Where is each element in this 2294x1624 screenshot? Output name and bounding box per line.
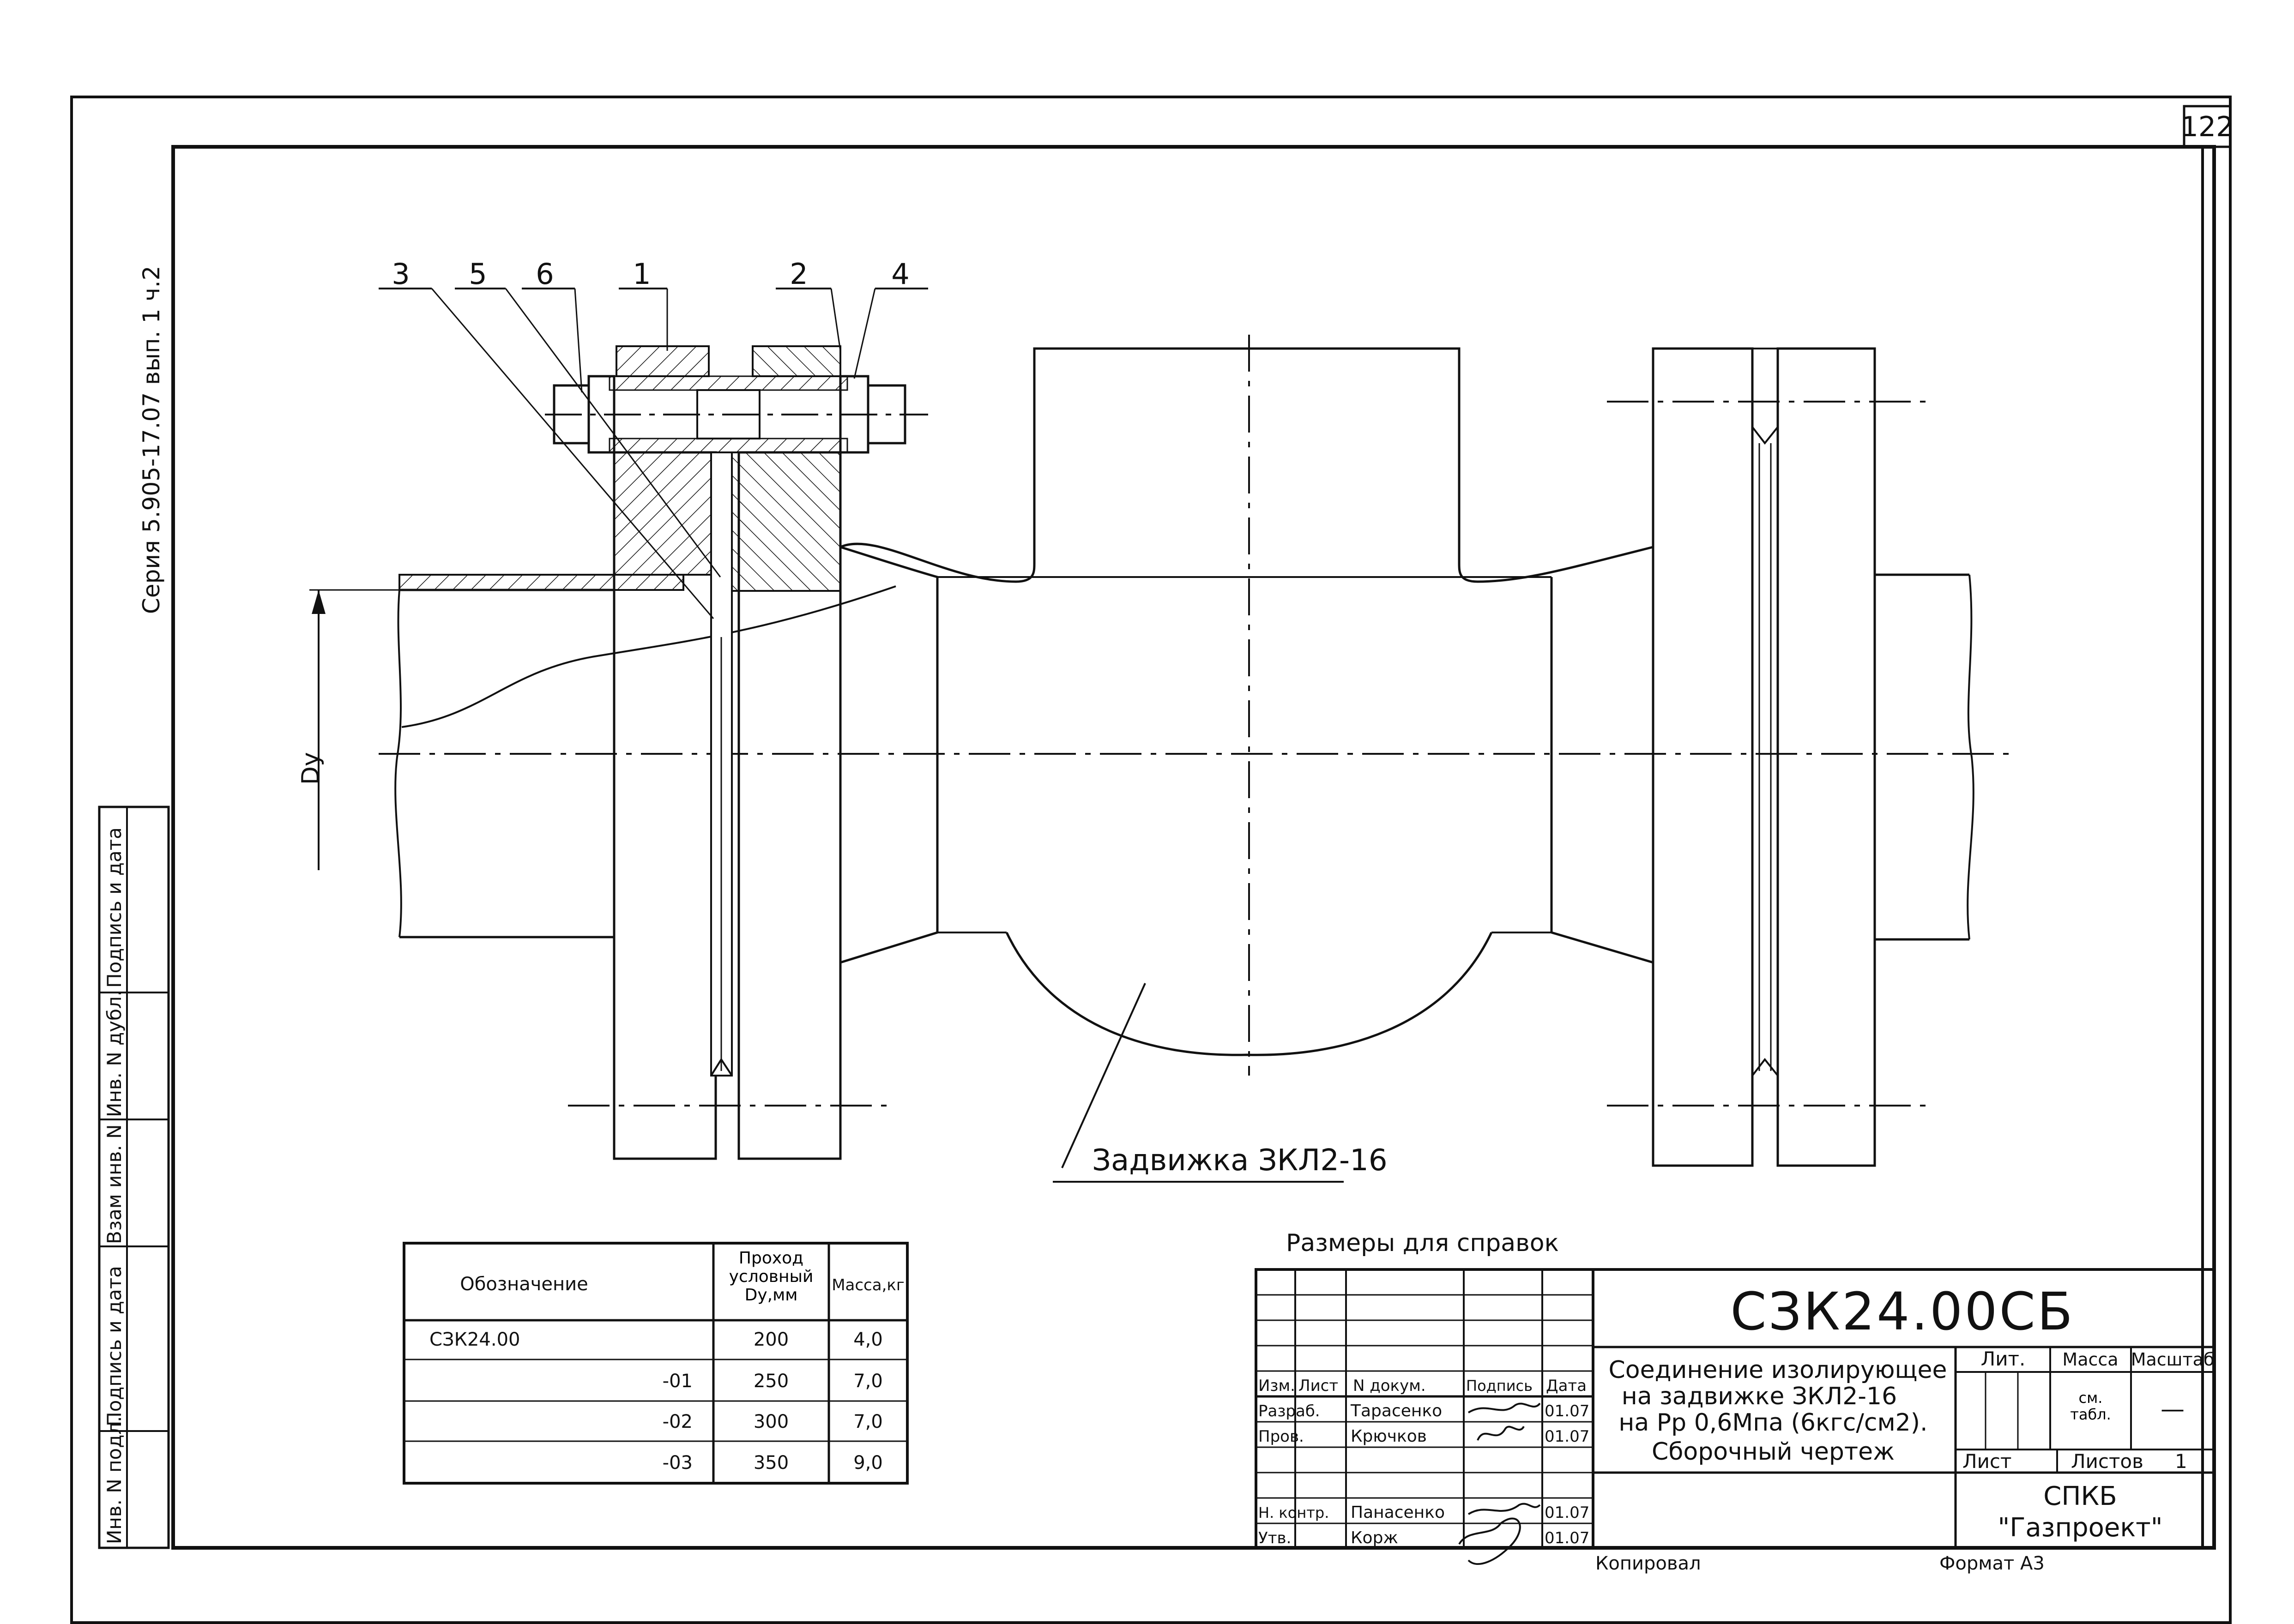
tb-title-line-3: на Рр 0,6Мпа (6кгс/см2). bbox=[1618, 1409, 1927, 1437]
spec-row-1-mass: 4,0 bbox=[853, 1329, 883, 1350]
tb-date-prov: 01.07 bbox=[1545, 1427, 1589, 1446]
stamp-inv-podl: Инв. N подл. bbox=[103, 1416, 126, 1545]
spec-row-3-designation: -02 bbox=[663, 1411, 693, 1432]
callout-6: 6 bbox=[536, 257, 554, 291]
bolt-assembly bbox=[545, 345, 928, 454]
tb-title-line-1: Соединение изолирующее bbox=[1609, 1356, 1947, 1384]
tb-role-prov: Пров. bbox=[1258, 1427, 1304, 1446]
page-number-box: 122 bbox=[2181, 105, 2234, 148]
tb-name-prov: Крючков bbox=[1351, 1427, 1427, 1446]
signatures bbox=[1458, 1402, 1541, 1565]
tb-col-izm: Изм. bbox=[1258, 1377, 1295, 1395]
tb-date-nkontr: 01.07 bbox=[1545, 1504, 1589, 1522]
tb-mass-label: Масса bbox=[2062, 1349, 2118, 1370]
callout-4: 4 bbox=[891, 257, 909, 291]
tb-name-razrab: Тарасенко bbox=[1350, 1401, 1442, 1420]
spec-header-designation: Обозначение bbox=[460, 1274, 588, 1295]
spec-row-4-mass: 9,0 bbox=[853, 1452, 883, 1474]
tb-col-data: Дата bbox=[1546, 1377, 1587, 1395]
tb-mass-value: см. табл. bbox=[2070, 1389, 2111, 1423]
tb-sheets-count: 1 bbox=[2175, 1450, 2187, 1473]
spec-row-2-dy: 250 bbox=[754, 1371, 789, 1392]
spec-header-mass: Масса,кг bbox=[832, 1276, 905, 1294]
tb-scale-label: Масштаб bbox=[2131, 1349, 2215, 1370]
assembly-drawing: Dy 3 5 6 1 2 4 Задвижка ЗКЛ2-16 bbox=[297, 257, 2018, 1183]
tb-role-utv: Утв. bbox=[1258, 1529, 1291, 1547]
spec-row-1-designation: СЗК24.00 bbox=[429, 1329, 520, 1350]
tb-lit-label: Лит. bbox=[1981, 1347, 2026, 1370]
tb-col-podpis: Подпись bbox=[1466, 1377, 1533, 1395]
tb-title-line-4: Сборочный чертеж bbox=[1652, 1438, 1895, 1466]
spec-header-dy: Проход условный Dy,мм bbox=[729, 1249, 814, 1305]
tb-sheets-label: Листов bbox=[2071, 1450, 2143, 1473]
spec-row-3-dy: 300 bbox=[754, 1411, 789, 1432]
reference-dims-note: Размеры для справок bbox=[1286, 1229, 1559, 1257]
tb-scale-value: — bbox=[2161, 1395, 2185, 1423]
stamp-podpis-2: Подпись и дата bbox=[103, 827, 126, 988]
tb-role-nkontr: Н. контр. bbox=[1258, 1504, 1329, 1522]
title-block: Изм. Лист N докум. Подпись Дата Разраб. … bbox=[1255, 1268, 2216, 1565]
dimension-dy: Dy bbox=[297, 589, 399, 870]
spec-row-4-designation: -03 bbox=[663, 1452, 693, 1474]
left-pipe bbox=[394, 574, 896, 938]
spec-row-1-dy: 200 bbox=[754, 1329, 789, 1350]
tb-col-list: Лист bbox=[1298, 1377, 1338, 1395]
spec-row-3-mass: 7,0 bbox=[853, 1411, 883, 1432]
tb-date-razrab: 01.07 bbox=[1545, 1402, 1589, 1420]
format-label: Формат А3 bbox=[1939, 1553, 2045, 1574]
spec-row-4-dy: 350 bbox=[754, 1452, 789, 1474]
valve-label: Задвижка ЗКЛ2-16 bbox=[1092, 1143, 1388, 1178]
stamp-podpis-1: Подпись и дата bbox=[103, 1266, 126, 1426]
tb-name-utv: Корж bbox=[1351, 1528, 1398, 1547]
left-flange-pair bbox=[568, 451, 887, 1160]
tb-name-nkontr: Панасенко bbox=[1351, 1503, 1445, 1522]
series-text: Серия 5.905-17.07 вып. 1 ч.2 bbox=[138, 266, 165, 614]
stamp-vzam-inv: Взам инв. N bbox=[103, 1124, 126, 1244]
dy-label: Dy bbox=[297, 752, 325, 785]
callout-3: 3 bbox=[392, 257, 410, 291]
spec-row-2-designation: -01 bbox=[663, 1371, 693, 1392]
stamp-inv-dubl: Инв. N дубл. bbox=[103, 990, 126, 1117]
tb-org-line-1: СПКБ bbox=[2043, 1481, 2117, 1511]
tb-date-utv: 01.07 bbox=[1545, 1529, 1589, 1547]
spec-row-2-mass: 7,0 bbox=[853, 1371, 883, 1392]
tb-role-razrab: Разраб. bbox=[1258, 1402, 1320, 1420]
tb-org-line-2: "Газпроект" bbox=[1998, 1513, 2162, 1543]
sheet-frame bbox=[70, 96, 2232, 1624]
tb-title-line-2: на задвижке ЗКЛ2-16 bbox=[1622, 1383, 1897, 1410]
callout-2: 2 bbox=[790, 257, 808, 291]
tb-designation: СЗК24.00СБ bbox=[1730, 1282, 2074, 1342]
right-pipe bbox=[1875, 573, 1974, 941]
tb-col-ndokum: N докум. bbox=[1353, 1377, 1426, 1395]
callouts: 3 5 6 1 2 4 bbox=[379, 257, 928, 619]
spec-table: Обозначение Проход условный Dy,мм Масса,… bbox=[403, 1242, 909, 1485]
page-number: 122 bbox=[2181, 111, 2234, 143]
copied-label: Копировал bbox=[1595, 1553, 1701, 1574]
callout-1: 1 bbox=[633, 257, 651, 291]
right-flange-pair bbox=[1607, 347, 1930, 1167]
side-stamp: Инв. N подл. Подпись и дата Взам инв. N … bbox=[98, 806, 170, 1549]
tb-sheet-label: Лист bbox=[1962, 1450, 2011, 1473]
callout-5: 5 bbox=[469, 257, 487, 291]
valve-body bbox=[840, 335, 1654, 1183]
